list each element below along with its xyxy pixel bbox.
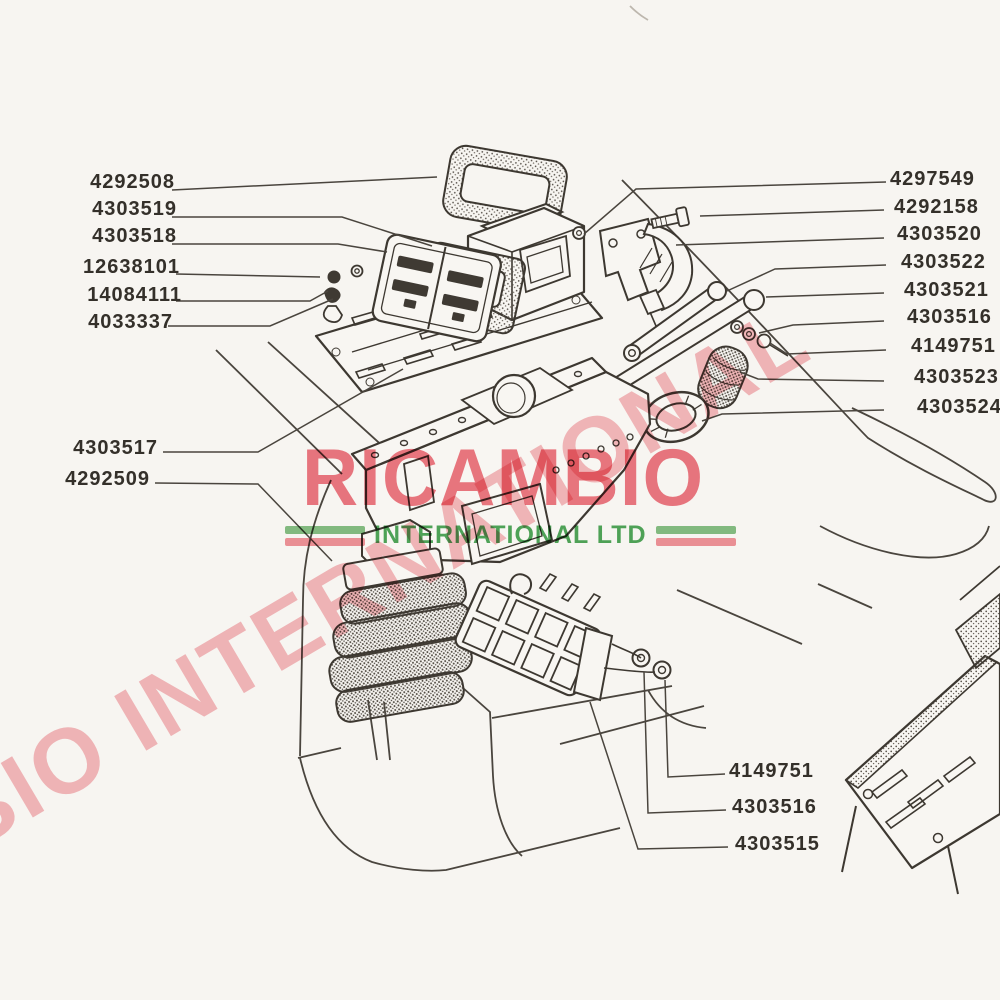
grommet-ring — [642, 390, 710, 444]
part-label: 4303517 — [73, 437, 158, 459]
spring-sleeve — [697, 345, 749, 410]
side-plate — [841, 565, 1000, 895]
part-label: 12638101 — [83, 256, 180, 278]
part-label: 4303523 — [914, 366, 999, 388]
part-label: 4303524 — [917, 396, 1000, 418]
part-label: 4149751 — [729, 760, 814, 782]
vent-grille — [371, 233, 502, 343]
cable-bracket-grid — [454, 572, 672, 702]
small-fasteners — [322, 264, 364, 324]
part-label: 4303522 — [901, 251, 986, 273]
part-label: 4303516 — [732, 796, 817, 818]
washers-and-nut — [730, 320, 789, 357]
part-label: 4303520 — [897, 223, 982, 245]
part-label: 4297549 — [890, 168, 975, 190]
part-label: 4303516 — [907, 306, 992, 328]
part-label: 4149751 — [911, 335, 996, 357]
heater-box — [466, 202, 586, 322]
bolt — [650, 206, 690, 230]
part-label: 4303518 — [92, 225, 177, 247]
part-label: 4292158 — [894, 196, 979, 218]
part-label: 4033337 — [88, 311, 173, 333]
part-label: 4303521 — [904, 279, 989, 301]
leader-lines — [154, 176, 887, 850]
heater-housing — [350, 356, 652, 566]
link-rod-upper — [623, 281, 727, 362]
part-label: 4292508 — [90, 171, 175, 193]
part-label: 4292509 — [65, 468, 150, 490]
bellows-duct — [328, 518, 473, 723]
part-label: 4303519 — [92, 198, 177, 220]
part-label: 14084111 — [87, 284, 182, 306]
car-body-lines — [215, 5, 997, 872]
part-label: 4303515 — [735, 833, 820, 855]
